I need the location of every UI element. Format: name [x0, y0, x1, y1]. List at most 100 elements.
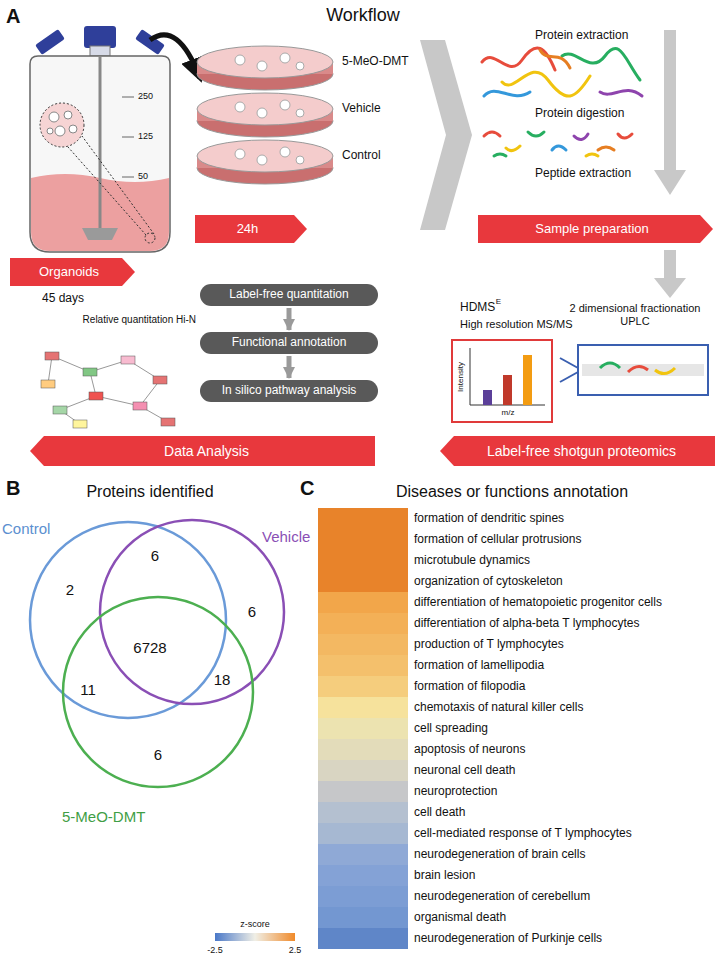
- method-label: 2 dimensional fractionation UPLC: [560, 302, 710, 328]
- pathway-map: [153, 376, 167, 384]
- protein-illustration: [562, 48, 640, 80]
- node-text: Sample preparation: [535, 222, 648, 237]
- heatmap-cell: [318, 739, 408, 760]
- pathway-map: [89, 392, 103, 400]
- process-arrow: [654, 250, 686, 298]
- spinner-flask: [122, 137, 134, 138]
- graduation-mark: 125: [138, 131, 153, 142]
- spinner-flask: [64, 111, 72, 119]
- petri-dish: [296, 156, 304, 164]
- graduation-mark: 250: [138, 91, 153, 102]
- panel-letter: A: [6, 4, 20, 28]
- row-label: organismal death: [414, 910, 506, 924]
- petri-dish: [197, 140, 333, 172]
- ms-spectrum: [503, 375, 512, 405]
- node-text: Functional annotation: [232, 336, 347, 350]
- row-label: neuronal cell death: [414, 763, 515, 777]
- spinner-flask: [35, 29, 65, 55]
- petri-dish: [235, 55, 245, 65]
- node-text: Organoids: [39, 265, 99, 280]
- petri-dish: [280, 100, 290, 110]
- peptide-fragments: [484, 132, 632, 156]
- heatmap-cell: [318, 928, 408, 949]
- uplc-column: [560, 358, 578, 368]
- protein-illustration: [482, 48, 555, 70]
- arrow-banner: [478, 215, 713, 243]
- transfer-arrow: [150, 35, 200, 78]
- ms-spectrum: [452, 340, 552, 422]
- heatmap-cell: [318, 760, 408, 781]
- count-label: 6: [154, 746, 162, 764]
- petri-dish: [257, 108, 267, 118]
- node-text: Data Analysis: [164, 443, 249, 459]
- row-label: formation of dendritic spines: [414, 511, 564, 525]
- panel-title: Diseases or functions annotation: [396, 482, 628, 501]
- process-box: Functional annotation: [200, 332, 378, 354]
- color-scale-bar: [215, 933, 295, 941]
- panel-letter: B: [6, 476, 20, 500]
- heatmap-cell: [318, 781, 408, 802]
- peptide-fragments: [598, 147, 614, 150]
- set-label: Control: [2, 520, 50, 538]
- petri-dish: [296, 109, 304, 117]
- uplc-column: [560, 345, 708, 395]
- pathway-map: [53, 406, 67, 414]
- venn-diagram: [100, 520, 284, 704]
- rounded-box: [200, 284, 378, 306]
- spinner-flask: [82, 228, 118, 240]
- heatmap-cell: [318, 907, 408, 928]
- count-label: 11: [80, 681, 96, 699]
- panel-title: Proteins identified: [86, 482, 213, 501]
- row-label: chemotaxis of natural killer cells: [414, 700, 583, 714]
- ms-spectrum: [523, 355, 532, 405]
- heatmap-cell: [318, 844, 408, 865]
- node-text: 24h: [237, 222, 259, 237]
- set-label: Vehicle: [262, 528, 310, 546]
- pathway-map: [83, 368, 97, 376]
- pathway-map: [161, 418, 175, 426]
- uplc-column: [582, 364, 704, 376]
- process-box: In silico pathway analysis: [200, 380, 378, 402]
- row-label: formation of filopodia: [414, 679, 525, 693]
- axis-label: Intensity: [456, 362, 466, 392]
- pathway-map: [41, 380, 55, 388]
- treatment-label: 5-MeO-DMT: [342, 54, 409, 68]
- arrow-banner: [30, 436, 375, 466]
- panel-letter: C: [300, 476, 314, 500]
- step-label: Protein digestion: [535, 106, 624, 120]
- petri-dish: [235, 102, 245, 112]
- spinner-flask: [30, 56, 170, 252]
- step-label: Protein extraction: [535, 28, 628, 42]
- row-label: differentiation of hematopoietic progeni…: [414, 595, 662, 609]
- spinner-flask: [47, 128, 53, 134]
- heatmap-cell: [318, 634, 408, 655]
- pathway-map: [41, 352, 175, 428]
- step-banner: Label-free shotgun proteomics: [440, 436, 715, 466]
- treatment-label: Control: [342, 148, 381, 162]
- step-banner: Organoids: [10, 258, 135, 286]
- heatmap-cell: [318, 718, 408, 739]
- spinner-flask: [122, 177, 134, 178]
- peptide-fragments: [494, 154, 506, 156]
- set-label: 5-MeO-DMT: [62, 808, 145, 826]
- duration-label: 45 days: [42, 291, 84, 305]
- superscript: E: [496, 297, 501, 307]
- scale-value: 2.5: [289, 945, 302, 956]
- heatmap-cell: [318, 886, 408, 907]
- pathway-map: [121, 356, 135, 364]
- row-label: organization of cytoskeleton: [414, 574, 563, 588]
- petri-dish: [280, 147, 290, 157]
- uplc-column: [655, 368, 675, 374]
- row-label: cell death: [414, 805, 465, 819]
- instrument-label: HDMS: [460, 300, 495, 314]
- peptide-fragments: [552, 146, 566, 150]
- axis-label: m/z: [502, 408, 515, 418]
- arrow-banner: [440, 436, 715, 466]
- ms-spectrum: [470, 348, 471, 405]
- spinner-flask: [122, 97, 134, 98]
- venn-diagram: [63, 597, 253, 787]
- graduation-mark: 50: [138, 171, 148, 182]
- heatmap-cell: [318, 529, 408, 550]
- peptide-fragments: [618, 134, 632, 138]
